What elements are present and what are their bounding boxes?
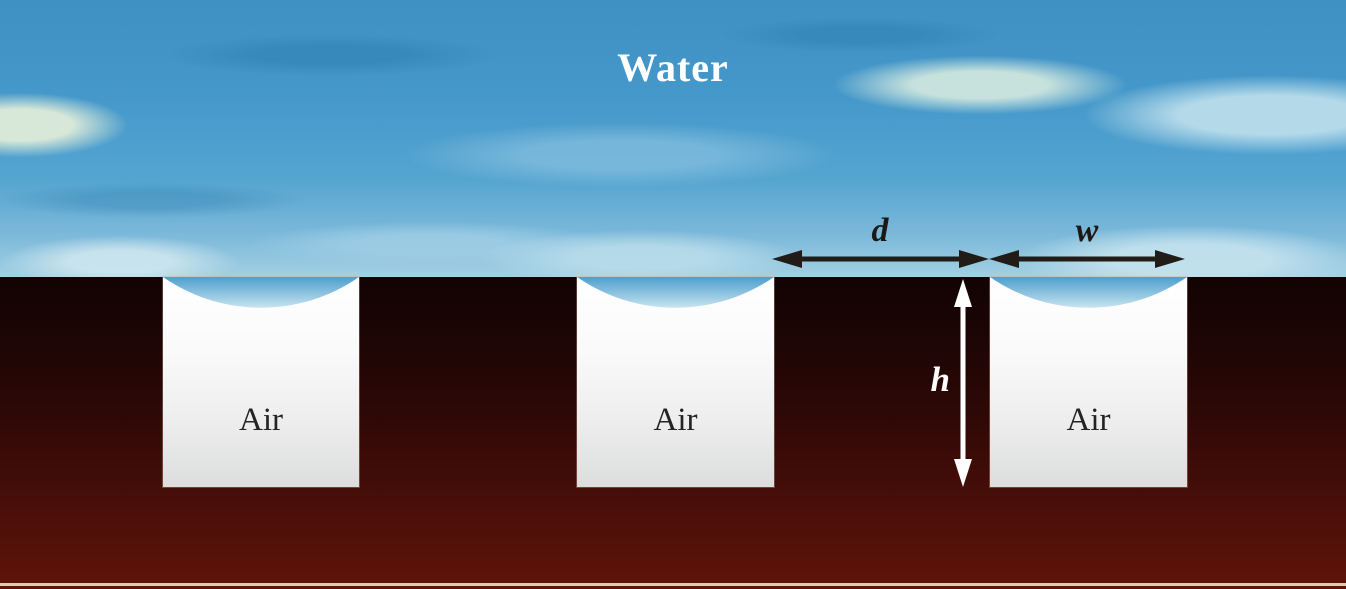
water-region: Water xyxy=(0,0,1346,277)
dimension-label-h: h xyxy=(930,360,950,399)
air-pocket-1: Air xyxy=(163,277,359,487)
air-pocket-2: Air xyxy=(577,277,774,487)
dimension-arrow-h-icon xyxy=(954,279,972,487)
air-pocket-3: Air xyxy=(990,277,1187,487)
water-label: Water xyxy=(617,45,729,90)
dimension-label-d: d xyxy=(871,212,889,249)
dimension-label-w: w xyxy=(1075,212,1099,249)
meniscus-curve-1 xyxy=(163,277,359,308)
bottom-highlight-line xyxy=(0,583,1346,586)
meniscus-curve-3 xyxy=(990,277,1187,308)
air-label-2: Air xyxy=(653,402,698,438)
air-label-1: Air xyxy=(239,402,283,438)
dimension-arrow-w-icon xyxy=(989,250,1185,268)
dimension-arrow-d-icon xyxy=(772,250,989,268)
meniscus-curve-2 xyxy=(577,277,774,308)
air-label-3: Air xyxy=(1066,402,1111,438)
